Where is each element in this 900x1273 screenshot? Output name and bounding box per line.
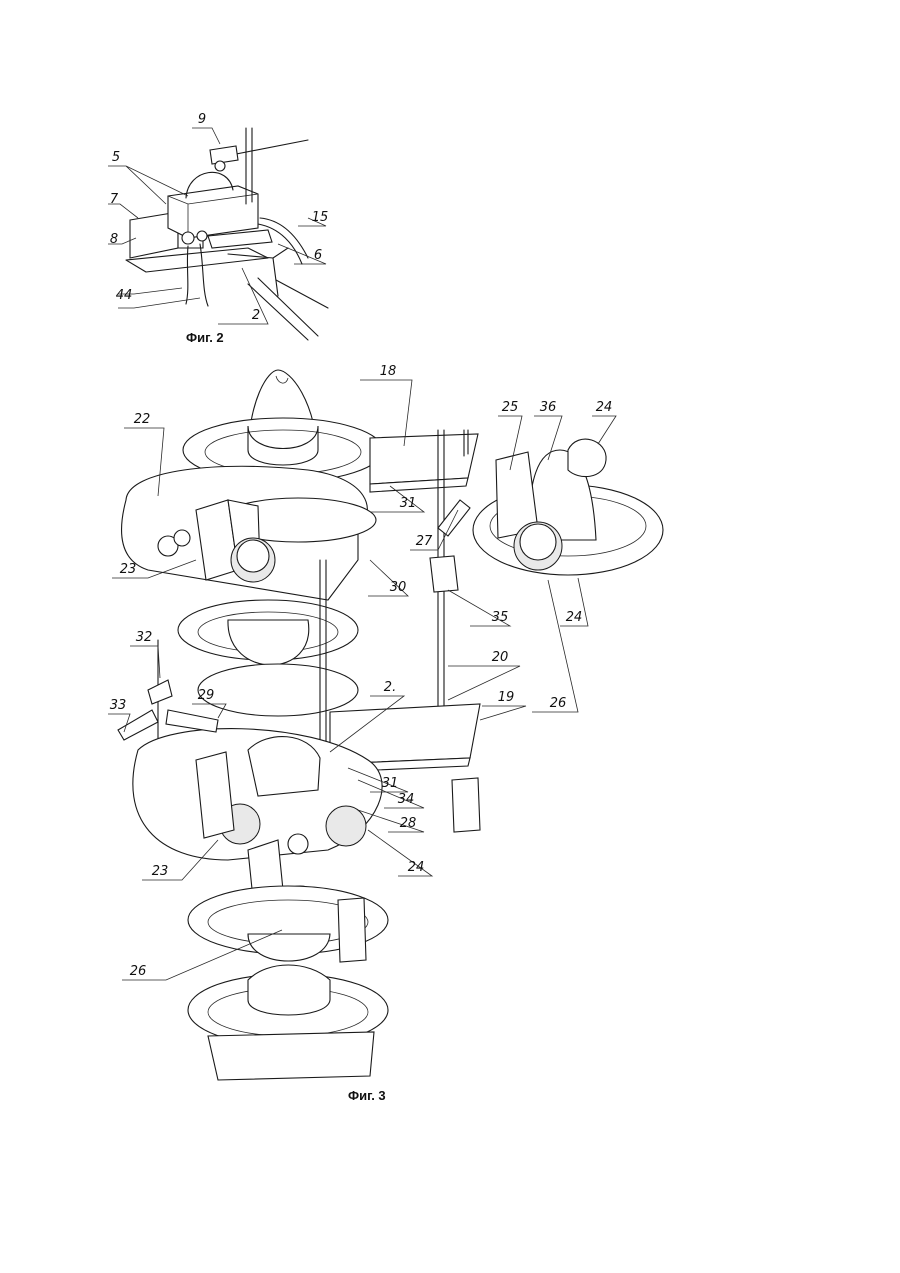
figure-2-caption: Фиг. 2 [186, 330, 224, 345]
fig3-label-22: 22 [134, 413, 151, 426]
fig3-label-27: 27 [416, 535, 433, 548]
fig2-label-15: 15 [312, 211, 329, 224]
fig3-label-31b: 31 [382, 777, 399, 790]
fig3-label-23b: 23 [152, 865, 169, 878]
fig3-label-19: 19 [498, 691, 515, 704]
fig3-label-24: 24 [596, 401, 613, 414]
fig3-label-2: 2. [384, 681, 396, 694]
fig3-label-31: 31 [400, 497, 417, 510]
fig3-label-29: 29 [198, 689, 215, 702]
fig3-label-30: 30 [390, 581, 407, 594]
fig2-label-9: 9 [198, 113, 206, 126]
figure-3: 18 22 25 36 24 31 23 27 30 35 24 32 20 2… [108, 360, 668, 1110]
figure-2-drawing [108, 108, 338, 348]
fig3-label-24c: 24 [408, 861, 425, 874]
fig2-label-6: 6 [314, 249, 322, 262]
fig3-label-32: 32 [136, 631, 153, 644]
fig3-label-36: 36 [540, 401, 557, 414]
fig3-label-24b: 24 [566, 611, 583, 624]
figure-2: 9 5 7 8 15 6 44 2 Фиг. 2 [108, 108, 338, 348]
fig3-label-26b: 26 [130, 965, 147, 978]
fig3-label-34: 34 [398, 793, 415, 806]
fig3-label-25: 25 [502, 401, 519, 414]
fig2-label-8: 8 [110, 233, 118, 246]
fig2-label-7: 7 [110, 193, 118, 206]
figure-3-caption: Фиг. 3 [348, 1088, 386, 1103]
fig3-label-20: 20 [492, 651, 509, 664]
fig2-label-5: 5 [112, 151, 120, 164]
fig3-label-26: 26 [550, 697, 567, 710]
fig3-label-28: 28 [400, 817, 417, 830]
fig2-label-44: 44 [116, 289, 133, 302]
fig3-label-33: 33 [110, 699, 127, 712]
fig3-label-23: 23 [120, 563, 137, 576]
fig2-label-2: 2 [252, 309, 260, 322]
fig3-label-35: 35 [492, 611, 509, 624]
fig3-label-18: 18 [380, 365, 397, 378]
figure-3-drawing [108, 360, 668, 1110]
